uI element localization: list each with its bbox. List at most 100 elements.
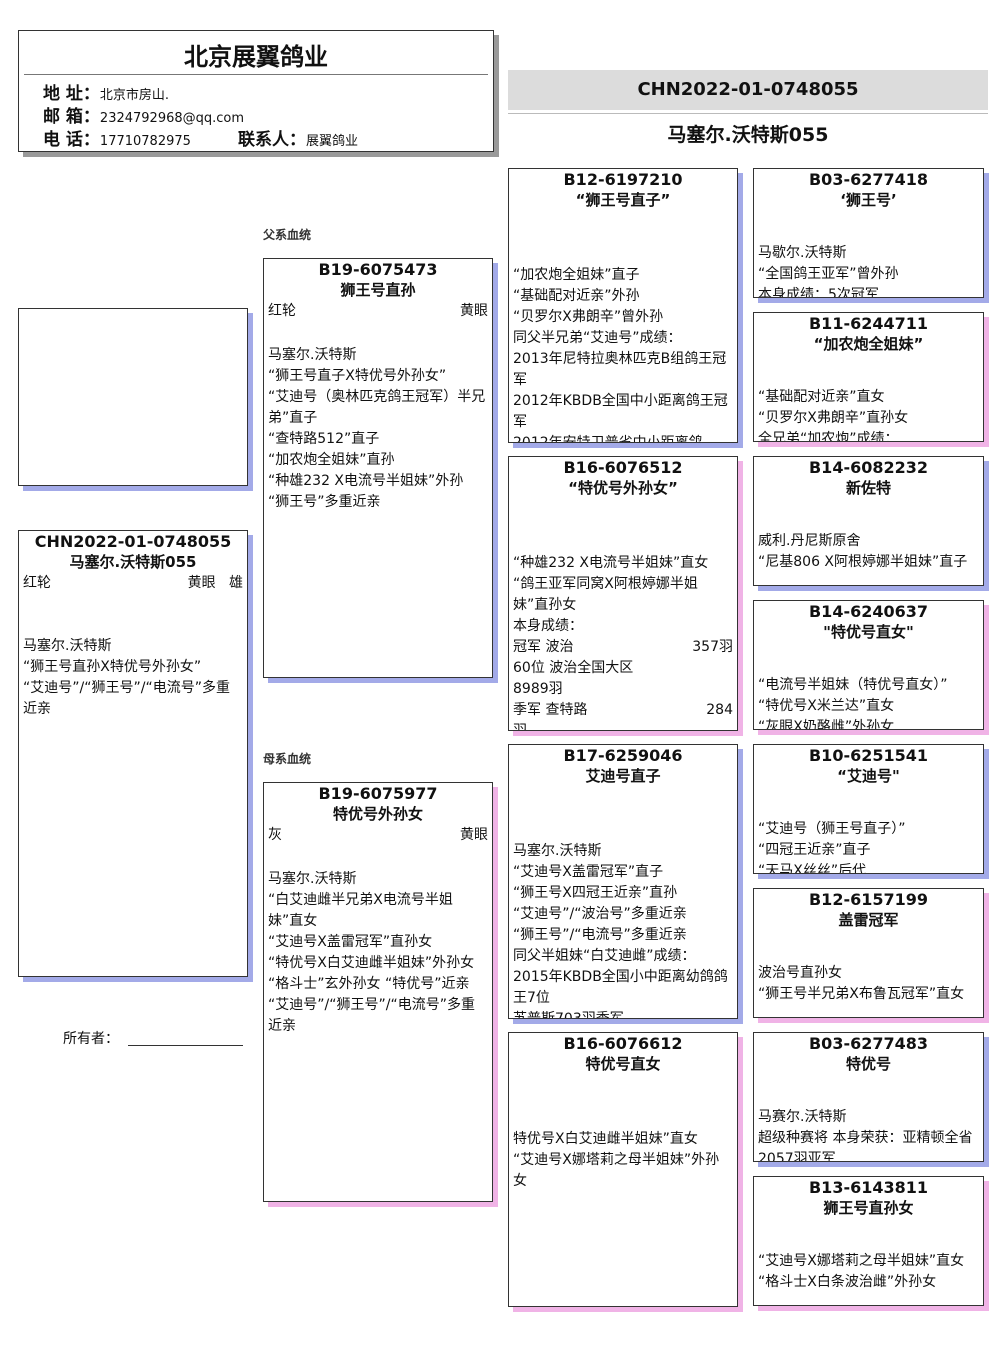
note-line: 马塞尔.沃特斯 xyxy=(268,871,357,887)
owner-label: 所有者： xyxy=(63,1031,119,1047)
dam-color: 灰 xyxy=(268,827,282,843)
note-right: 284 xyxy=(706,702,733,718)
great-grandparent-card-notes: 波治号直孙女 “狮王号半兄弟X布鲁瓦冠军”直女 xyxy=(754,963,983,1005)
sire-eye: 黄眼 xyxy=(460,303,488,319)
great-grandparent-card: B14-6082232 新佐特威利.丹尼斯原舍 “尼基806 X阿根婷娜半姐妹”直子 xyxy=(753,456,984,586)
spacer xyxy=(754,643,983,675)
note-line: “艾迪号X娜塔莉之母半姐妹”直女 xyxy=(758,1253,965,1269)
note-line: “灰眼X奶酪雌”外孙女 xyxy=(758,719,895,730)
note-line: 本身成绩：5次冠军 xyxy=(758,287,879,298)
note-line: 2012年安特卫普省中小距离鸽 xyxy=(513,435,703,443)
great-grandparent-card-ring: B03-6277483 xyxy=(808,1034,929,1053)
note-line: 同父半兄弟“艾迪号”成绩： xyxy=(513,330,682,346)
contact-value: 展翼鸽业 xyxy=(306,134,359,149)
company-name: 北京展翼鸽业 xyxy=(184,43,328,71)
note-line: “艾迪号（狮王号直子）” xyxy=(758,821,906,837)
great-grandparent-card: B10-6251541“艾迪号"“艾迪号（狮王号直子）”“四冠王近亲”直子“天马… xyxy=(753,744,984,874)
note-line: “艾迪号”/“狮王号”/“电流号”多重近亲 xyxy=(23,680,230,717)
note-line: 2012年KBDB全国中小距离鸽王冠军 xyxy=(513,393,728,430)
great-grandparent-card-ring: B13-6143811 xyxy=(808,1178,929,1197)
sire-color: 红轮 xyxy=(268,303,296,319)
note-line: “艾迪号”/“狮王号”/“电流号”多重近亲 xyxy=(268,997,475,1034)
note-line: 全兄弟“加农炮”成绩： xyxy=(758,431,899,442)
note-line: “艾迪号（奥林匹克鸽王冠军）半兄弟”直子 xyxy=(268,389,486,426)
note-line: “艾迪号X盖雷冠军”直孙女 xyxy=(268,934,433,950)
dam-line-label: 母系血统 xyxy=(263,752,312,766)
note-line: “贝罗尔X弗朗辛”直孙女 xyxy=(758,410,909,426)
grandparent-card-name: 特优号直女 xyxy=(585,1055,661,1073)
note-line: “天马X丝丝”后代 xyxy=(758,863,867,874)
note-line: “特优号X白艾迪雌半姐妹”外孙女 xyxy=(268,955,475,971)
note-line: “加农炮全姐妹”直孙 xyxy=(268,452,395,468)
dam-eye: 黄眼 xyxy=(460,827,488,843)
great-grandparent-card-notes: “电流号半姐妹（特优号直女）”“特优号X米兰达”直女“灰眼X奶酪雌”外孙女 xyxy=(754,675,983,730)
note-line: 8989羽 xyxy=(513,681,563,697)
note-line: 威利.丹尼斯原舍 xyxy=(758,533,861,549)
note-line: “白艾迪雌半兄弟X电流号半姐妹”直女 xyxy=(268,892,453,929)
photo-placeholder xyxy=(18,308,248,486)
divider xyxy=(24,74,488,75)
great-grandparent-card-name: 盖雷冠军 xyxy=(838,911,899,929)
note-line: “种雄232 X电流号半姐妹”外孙 xyxy=(268,473,464,489)
note-line: 马塞尔.沃特斯 xyxy=(513,843,602,859)
grandparent-card-name: 艾迪号直子 xyxy=(585,767,661,785)
grandparent-card-name: “特优号外孙女” xyxy=(568,479,678,497)
subject-card: CHN2022-01-0748055 马塞尔.沃特斯055 红轮黄眼 雄 马塞尔… xyxy=(18,530,248,977)
note-line: 超级种赛将 本身荣获：亚精顿全省2057羽亚军 xyxy=(758,1130,973,1162)
grandparent-card: B16-6076512“特优号外孙女”“种雄232 X电流号半姐妹”直女“鸽王亚… xyxy=(508,456,738,731)
note-line: “狮王号半兄弟X布鲁瓦冠军”直女 xyxy=(758,986,965,1002)
note-line: 2015年KBDB全国小中距离幼鸽鸽王7位 xyxy=(513,969,728,1006)
note-line: “艾迪号X盖雷冠军”直子 xyxy=(513,864,664,880)
dam-card: B19-6075977 特优号外孙女 灰黄眼 马塞尔.沃特斯“白艾迪雌半兄弟X电… xyxy=(263,782,493,1202)
great-grandparent-card-notes: “艾迪号（狮王号直子）” “四冠王近亲”直子 “天马X丝丝”后代 xyxy=(754,819,983,874)
subject-name: 马塞尔.沃特斯055 xyxy=(69,553,197,571)
sire-ring: B19-6075473 xyxy=(318,260,438,279)
note-left: 冠军 波治 xyxy=(513,639,574,655)
great-grandparent-card-name: 狮王号直孙女 xyxy=(823,1199,914,1217)
subject-ring: CHN2022-01-0748055 xyxy=(34,532,232,551)
subject-notes: 马塞尔.沃特斯“狮王号直孙X特优号外孙女”“艾迪号”/“狮王号”/“电流号”多重… xyxy=(19,636,247,720)
sire-card: B19-6075473 狮王号直孙 红轮黄眼 马塞尔.沃特斯“狮王号直子X特优号… xyxy=(263,258,493,678)
note-line: “狮王号X四冠王近亲”直孙 xyxy=(513,885,678,901)
note-line: “艾迪号”/“波治号”多重近亲 xyxy=(513,906,687,922)
note-line: 波治号直孙女 xyxy=(758,965,842,981)
note-line: “四冠王近亲”直子 xyxy=(758,842,871,858)
grandparent-card-notes: “种雄232 X电流号半姐妹”直女“鸽王亚军同窝X阿根婷娜半姐妹”直孙女本身成绩… xyxy=(509,553,737,730)
spacer xyxy=(754,499,983,531)
great-grandparent-card-notes: 威利.丹尼斯原舍 “尼基806 X阿根婷娜半姐妹”直子 xyxy=(754,531,983,573)
great-grandparent-card-name: "特优号直女" xyxy=(823,623,914,641)
grandparent-card-notes: 马塞尔.沃特斯 “艾迪号X盖雷冠军”直子 “狮王号X四冠王近亲”直孙 “艾迪号”/“波… xyxy=(509,841,737,1018)
note-line: “贝罗尔X弗朗辛”曾外孙 xyxy=(513,309,664,325)
great-grandparent-card-name: ‘狮王号’ xyxy=(840,191,897,209)
dam-ring: B19-6075977 xyxy=(318,784,438,803)
spacer xyxy=(509,787,737,841)
title-divider xyxy=(508,113,988,114)
note-line: “加农炮全姐妹”直子 xyxy=(513,267,640,283)
spacer xyxy=(509,499,737,553)
note-left: 季军 查特路 xyxy=(513,702,588,718)
great-grandparent-card-name: 特优号 xyxy=(845,1055,891,1073)
owner-signature-line[interactable] xyxy=(128,1045,243,1046)
note-line: “基础配对近亲”外孙 xyxy=(513,288,640,304)
note-line: 同父半姐妹“白艾迪雌”成绩： xyxy=(513,948,696,964)
great-grandparent-card: B14-6240637"特优号直女"“电流号半姐妹（特优号直女）”“特优号X米兰… xyxy=(753,600,984,730)
subject-sex: 雄 xyxy=(229,575,243,591)
note-line: “狮王号”多重近亲 xyxy=(268,494,381,510)
pedigree-name-title: 马塞尔.沃特斯055 xyxy=(667,124,829,146)
spacer xyxy=(509,1075,737,1129)
grandparent-card: B12-6197210“狮王号直子”“加农炮全姐妹”直子“基础配对近亲”外孙“贝… xyxy=(508,168,738,443)
note-line: “查特路512”直子 xyxy=(268,431,380,447)
great-grandparent-card-name: 新佐特 xyxy=(845,479,891,497)
breeder-info-box: 北京展翼鸽业 地 址：北京市房山. 邮 箱：2324792968@qq.com … xyxy=(18,30,494,152)
grandparent-card-notes: 特优号X白艾迪雌半姐妹”直女“艾迪号X娜塔莉之母半姐妹”外孙女 xyxy=(509,1129,737,1192)
sire-notes: 马塞尔.沃特斯“狮王号直子X特优号外孙女”“艾迪号（奥林匹克鸽王冠军）半兄弟”直… xyxy=(264,345,492,513)
note-row: 季军 查特路 284 xyxy=(509,700,737,721)
great-grandparent-card-notes: 马赛尔.沃特斯超级种赛将 本身荣获：亚精顿全省2057羽亚军 xyxy=(754,1107,983,1162)
note-line: “鸽王亚军同窝X阿根婷娜半姐妹”直孙女 xyxy=(513,576,698,613)
phone-label: 电 话： xyxy=(43,130,100,150)
great-grandparent-card-ring: B14-6082232 xyxy=(808,458,929,477)
note-line: “尼基806 X阿根婷娜半姐妹”直子 xyxy=(758,554,968,570)
